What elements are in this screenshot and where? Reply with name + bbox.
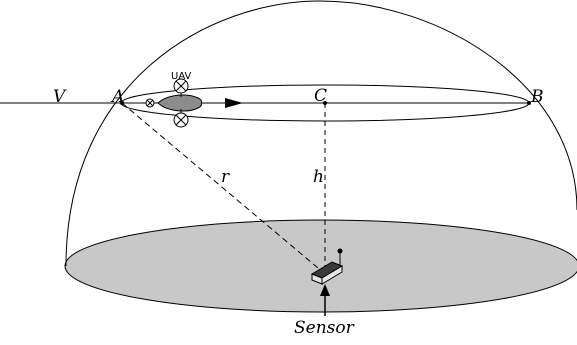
- point-b: [527, 101, 531, 105]
- sensor-device-icon: [310, 248, 344, 285]
- direction-arrow-icon: [225, 98, 243, 108]
- label-h: h: [313, 167, 324, 187]
- label-a: A: [110, 87, 124, 107]
- ground-disk: [64, 219, 577, 313]
- label-r: r: [221, 167, 230, 187]
- label-c: C: [314, 86, 327, 106]
- sensor-pointer-arrowhead-icon: [320, 284, 330, 296]
- label-v: V: [53, 87, 67, 107]
- label-sensor: Sensor: [294, 318, 355, 338]
- hemisphere-dome: [65, 0, 577, 267]
- radius-dashed-line: [121, 102, 319, 269]
- label-b: B: [530, 87, 544, 107]
- label-uav: UAV: [171, 71, 192, 82]
- uav-icon: [145, 78, 203, 128]
